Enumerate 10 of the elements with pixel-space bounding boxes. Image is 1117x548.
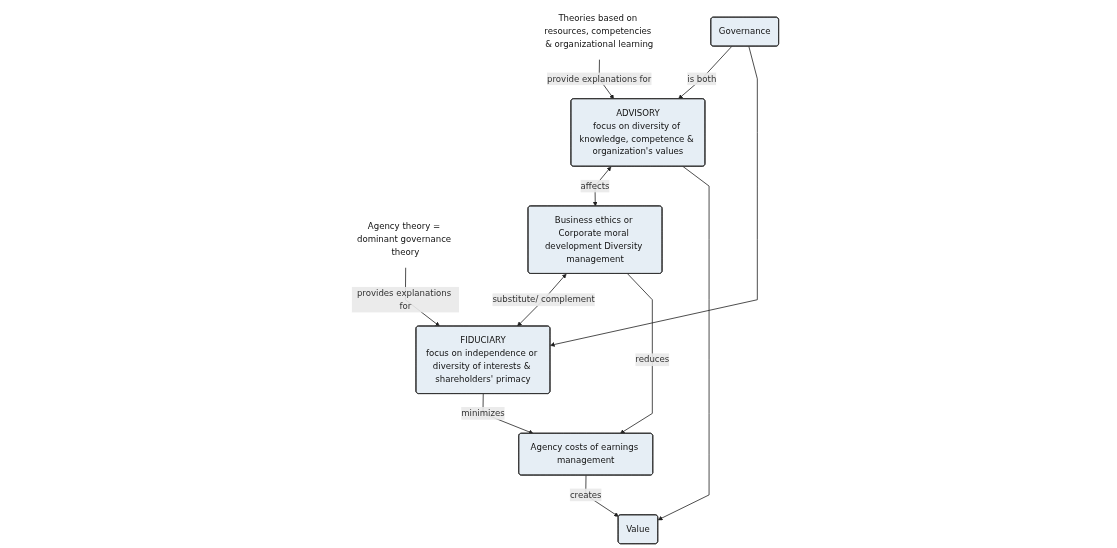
node-text: Theories based on resources, competencies & organizational learning: [544, 13, 654, 50]
edge-label: creates: [569, 489, 602, 500]
edge-label: is both: [687, 73, 717, 84]
edge-label: provides explanations for: [356, 287, 452, 311]
edge-label: minimizes: [461, 408, 505, 419]
edge-label: provide explanations for: [547, 73, 652, 84]
node-text: Agency theory = dominant governance theory: [356, 221, 452, 258]
edge-label: reduces: [635, 354, 670, 365]
edge-label: substitute/ complement: [492, 294, 595, 305]
edge-label: affects: [580, 180, 610, 191]
